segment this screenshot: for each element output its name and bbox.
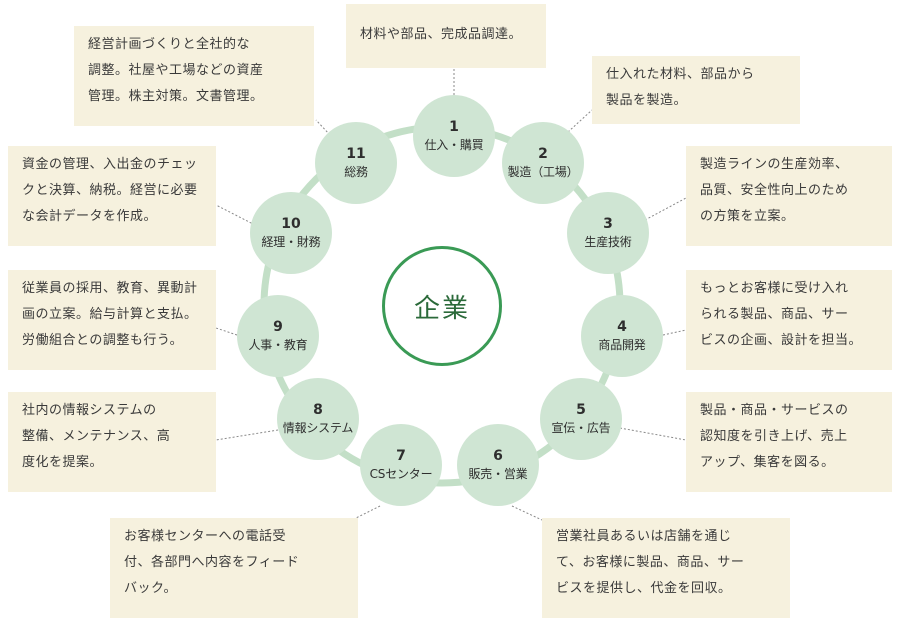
node-human-resources[interactable]: 9 人事・教育 [237,295,319,377]
leader-line-2 [567,109,593,133]
description-text: 製品・商品・サービスの 認知度を引き上げ、売上 アップ、集客を図る。 [700,403,849,470]
description-text: もっとお客様に受け入れ られる製品、商品、サー ビスの企画、設計を担当。 [700,281,863,348]
node-label: 経理・財務 [261,235,321,249]
node-label: CSセンター [369,467,433,481]
leader-line-5 [619,427,687,441]
node-number: 4 [617,319,627,335]
node-label: 仕入・購買 [424,138,484,152]
description-box-2: 仕入れた材料、部品から 製品を製造。 [592,56,800,124]
description-box-9: 従業員の採用、教育、異動計 画の立案。給与計算と支払。 労働組合との調整も行う。 [8,270,216,370]
node-general-affairs[interactable]: 11 総務 [315,122,397,204]
node-number: 5 [576,402,586,418]
node-number: 9 [273,319,283,335]
node-accounting-finance[interactable]: 10 経理・財務 [250,192,332,274]
description-box-10: 資金の管理、入出金のチェッ クと決算、納税。経営に必要 な会計データを作成。 [8,146,216,246]
description-box-8: 社内の情報システムの 整備、メンテナンス、高 度化を提案。 [8,392,216,492]
description-box-7: お客様センターへの電話受 付、各部門へ内容をフィード バック。 [110,518,358,618]
description-text: 材料や部品、完成品調達。 [360,27,523,42]
leader-line-11 [315,119,331,136]
node-label: 製造（工場） [507,165,579,179]
node-label: 情報システム [282,421,354,435]
node-number: 10 [281,216,301,232]
description-text: 製造ラインの生産効率、 品質、安全性向上のため の方策を立案。 [700,157,849,224]
node-production-engineering[interactable]: 3 生産技術 [567,192,649,274]
node-label: 宣伝・広告 [551,421,611,435]
leader-line-9 [215,327,238,336]
description-text: 従業員の採用、教育、異動計 画の立案。給与計算と支払。 労働組合との調整も行う。 [22,281,198,348]
node-label: 生産技術 [584,235,632,249]
description-box-4: もっとお客様に受け入れ られる製品、商品、サー ビスの企画、設計を担当。 [686,270,892,370]
center-company: 企業 [382,246,502,366]
leader-line-6 [511,505,543,521]
node-product-development[interactable]: 4 商品開発 [581,295,663,377]
description-text: 仕入れた材料、部品から 製品を製造。 [606,67,755,108]
node-manufacturing[interactable]: 2 製造（工場） [502,122,584,204]
node-number: 1 [449,119,459,135]
node-number: 8 [313,402,323,418]
description-box-11: 経営計画づくりと全社的な 調整。社屋や工場などの資産 管理。株主対策。文書管理。 [74,26,314,126]
leader-line-4 [662,329,687,336]
leader-line-10 [215,204,256,226]
description-text: 資金の管理、入出金のチェッ クと決算、納税。経営に必要 な会計データを作成。 [22,157,198,224]
leader-line-3 [644,197,687,221]
description-box-6: 営業社員あるいは店舗を通じ て、お客様に製品、商品、サー ビスを提供し、代金を回… [542,518,790,618]
leader-line-7 [351,505,381,521]
description-text: 営業社員あるいは店舗を通じ て、お客様に製品、商品、サー ビスを提供し、代金を回… [556,529,745,596]
description-box-1: 材料や部品、完成品調達。 [346,4,546,68]
node-label: 販売・営業 [468,467,528,481]
description-box-5: 製品・商品・サービスの 認知度を引き上げ、売上 アップ、集客を図る。 [686,392,892,492]
node-sales[interactable]: 6 販売・営業 [457,424,539,506]
node-number: 11 [346,146,366,162]
description-box-3: 製造ラインの生産効率、 品質、安全性向上のため の方策を立案。 [686,146,892,246]
description-text: 社内の情報システムの 整備、メンテナンス、高 度化を提案。 [22,403,171,470]
node-number: 6 [493,448,503,464]
description-text: お客様センターへの電話受 付、各部門へ内容をフィード バック。 [124,529,300,596]
node-advertising[interactable]: 5 宣伝・広告 [540,378,622,460]
description-text: 経営計画づくりと全社的な 調整。社屋や工場などの資産 管理。株主対策。文書管理。 [88,37,264,104]
node-label: 商品開発 [598,338,646,352]
center-label: 企業 [413,293,470,324]
node-number: 2 [538,146,548,162]
node-cs-center[interactable]: 7 CSセンター [360,424,442,506]
node-number: 7 [396,448,406,464]
node-label: 人事・教育 [248,338,308,352]
node-information-systems[interactable]: 8 情報システム [277,378,359,460]
node-label: 総務 [344,165,368,179]
node-number: 3 [603,216,613,232]
node-purchasing[interactable]: 1 仕入・購買 [413,95,495,177]
leader-line-8 [215,429,279,441]
